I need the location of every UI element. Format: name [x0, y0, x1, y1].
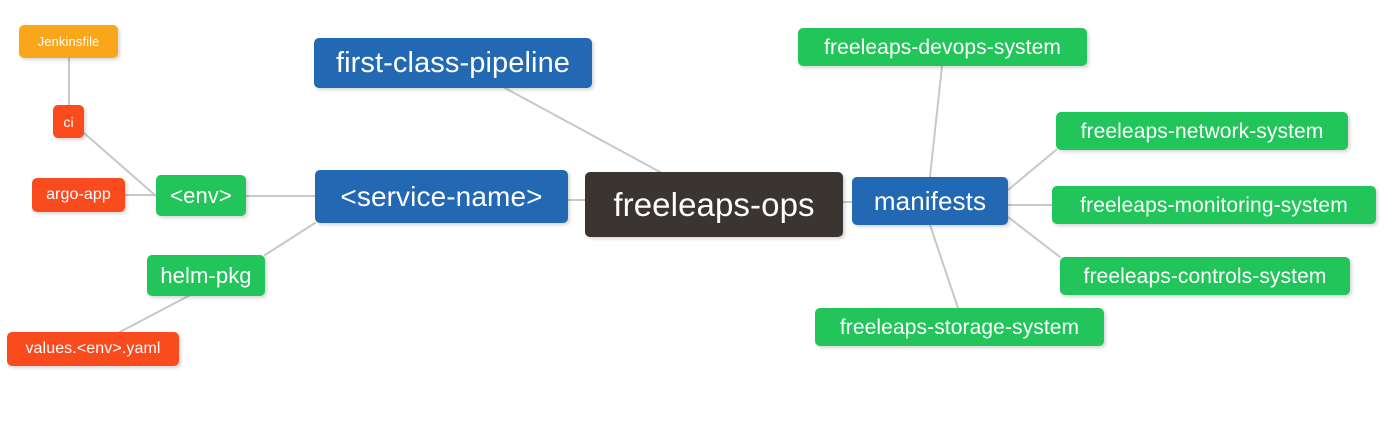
- node-label-ci: ci: [63, 113, 74, 130]
- node-freeleaps-monitoring-system[interactable]: freeleaps-monitoring-system: [1052, 186, 1376, 224]
- node-freeleaps-controls-system[interactable]: freeleaps-controls-system: [1060, 257, 1350, 295]
- node-label-values-env-yaml: values.<env>.yaml: [25, 340, 161, 357]
- node-label-freeleaps-ops: freeleaps-ops: [613, 186, 815, 223]
- node-label-jenkinsfile: Jenkinsfile: [37, 34, 100, 49]
- node-freeleaps-ops[interactable]: freeleaps-ops: [585, 172, 843, 237]
- node-freeleaps-devops-system[interactable]: freeleaps-devops-system: [798, 28, 1087, 66]
- node-first-class-pipeline[interactable]: first-class-pipeline: [314, 38, 592, 88]
- edge-manifests-to-freeleaps-storage-system: [929, 224, 959, 309]
- edge-manifests-to-freeleaps-network-system: [1007, 149, 1057, 191]
- node-label-freeleaps-network-system: freeleaps-network-system: [1080, 119, 1324, 143]
- node-label-argo-app: argo-app: [46, 186, 111, 203]
- node-label-freeleaps-devops-system: freeleaps-devops-system: [824, 35, 1061, 59]
- node-label-freeleaps-controls-system: freeleaps-controls-system: [1083, 264, 1327, 288]
- node-ci[interactable]: ci: [53, 105, 84, 138]
- node-values-env-yaml[interactable]: values.<env>.yaml: [7, 332, 179, 366]
- edge-manifests-to-freeleaps-controls-system: [1007, 216, 1061, 258]
- node-service-name[interactable]: <service-name>: [315, 170, 568, 223]
- node-label-first-class-pipeline: first-class-pipeline: [335, 46, 571, 79]
- node-manifests[interactable]: manifests: [852, 177, 1008, 225]
- edge-manifests-to-freeleaps-devops-system: [929, 65, 943, 178]
- node-argo-app[interactable]: argo-app: [32, 178, 125, 212]
- node-label-env: <env>: [170, 182, 232, 208]
- edge-first-class-pipeline-to-freeleaps-ops: [504, 87, 661, 173]
- node-helm-pkg[interactable]: helm-pkg: [147, 255, 265, 296]
- node-label-manifests: manifests: [873, 186, 987, 216]
- node-env[interactable]: <env>: [156, 175, 246, 216]
- node-freeleaps-network-system[interactable]: freeleaps-network-system: [1056, 112, 1348, 150]
- node-label-freeleaps-storage-system: freeleaps-storage-system: [839, 315, 1080, 339]
- node-jenkinsfile[interactable]: Jenkinsfile: [19, 25, 118, 58]
- node-freeleaps-storage-system[interactable]: freeleaps-storage-system: [815, 308, 1104, 346]
- node-label-helm-pkg: helm-pkg: [160, 262, 252, 288]
- edge-service-name-to-helm-pkg: [264, 222, 316, 256]
- node-label-freeleaps-monitoring-system: freeleaps-monitoring-system: [1080, 193, 1348, 217]
- node-label-service-name: <service-name>: [340, 180, 543, 212]
